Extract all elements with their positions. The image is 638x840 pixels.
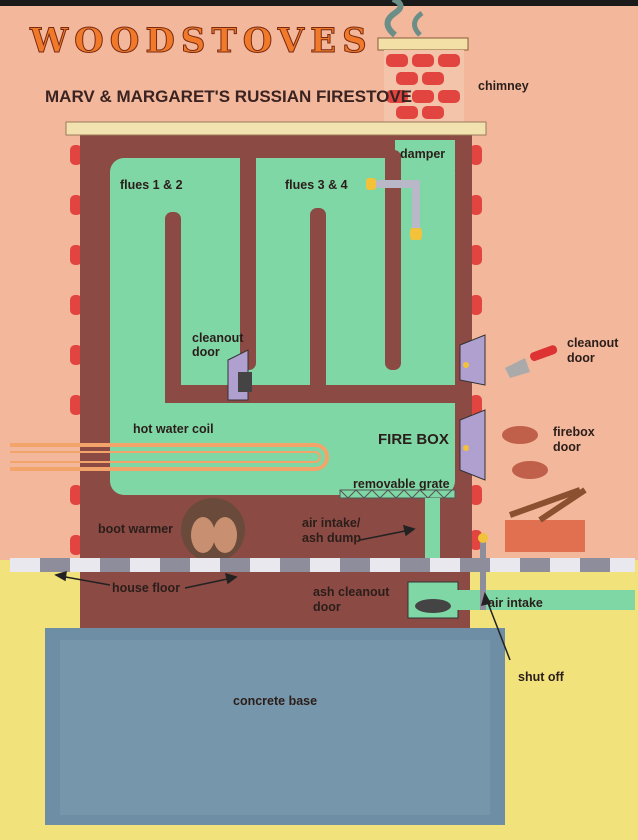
label-ash-cleanout-1: ash cleanout	[313, 585, 390, 599]
hot-water-coil	[10, 443, 329, 471]
label-fire-box: FIRE BOX	[378, 431, 449, 448]
label-chimney: chimney	[478, 79, 529, 93]
concrete-texture	[60, 640, 490, 815]
pointer-arrows	[54, 524, 511, 661]
label-air-intake-ash-dump-1: air intake/	[302, 516, 361, 530]
outer-cleanout-door	[459, 334, 558, 386]
damper	[366, 178, 422, 240]
label-concrete-base: concrete base	[233, 694, 317, 708]
label-cleanout-outer-1: cleanout	[567, 336, 619, 350]
header-title: WOODSTOVES	[29, 21, 373, 61]
label-boot-warmer: boot warmer	[98, 522, 173, 536]
label-hot-water-coil: hot water coil	[133, 422, 214, 436]
header-subtitle: MARV & MARGARET'S RUSSIAN FIRESTOVE	[45, 87, 412, 106]
flue-channels	[110, 140, 460, 495]
label-ash-cleanout-2: door	[313, 600, 341, 614]
label-damper: damper	[400, 147, 445, 161]
label-cleanout-inner-2: door	[192, 345, 220, 359]
side-bricks	[70, 145, 482, 555]
label-flues-3-4: flues 3 & 4	[285, 178, 348, 192]
ash-cleanout-door	[407, 581, 459, 619]
air-intake-duct	[455, 590, 635, 610]
label-shut-off: shut off	[518, 670, 565, 684]
boot-warmer-chamber	[80, 500, 440, 558]
label-air-intake: air intake	[488, 596, 543, 610]
label-house-floor: house floor	[112, 581, 180, 595]
stove-foundation	[80, 572, 470, 628]
stove-top-slab	[65, 121, 487, 136]
house-floor	[10, 558, 635, 572]
label-cleanout-inner-1: cleanout	[192, 331, 244, 345]
removable-grate	[339, 489, 456, 499]
label-firebox-door-2: door	[553, 440, 581, 454]
inner-cleanout-door	[227, 349, 252, 401]
top-rule	[0, 0, 638, 6]
chimney	[377, 0, 469, 122]
label-flues-1-2: flues 1 & 2	[120, 178, 183, 192]
label-removable-grate: removable grate	[353, 477, 450, 491]
shut-off-valve	[478, 533, 488, 610]
label-cleanout-outer-2: door	[567, 351, 595, 365]
label-air-intake-ash-dump-2: ash dump	[302, 531, 361, 545]
label-firebox-door-1: firebox	[553, 425, 595, 439]
boot-warmer-boots	[181, 498, 245, 562]
firebox-door	[459, 409, 587, 552]
